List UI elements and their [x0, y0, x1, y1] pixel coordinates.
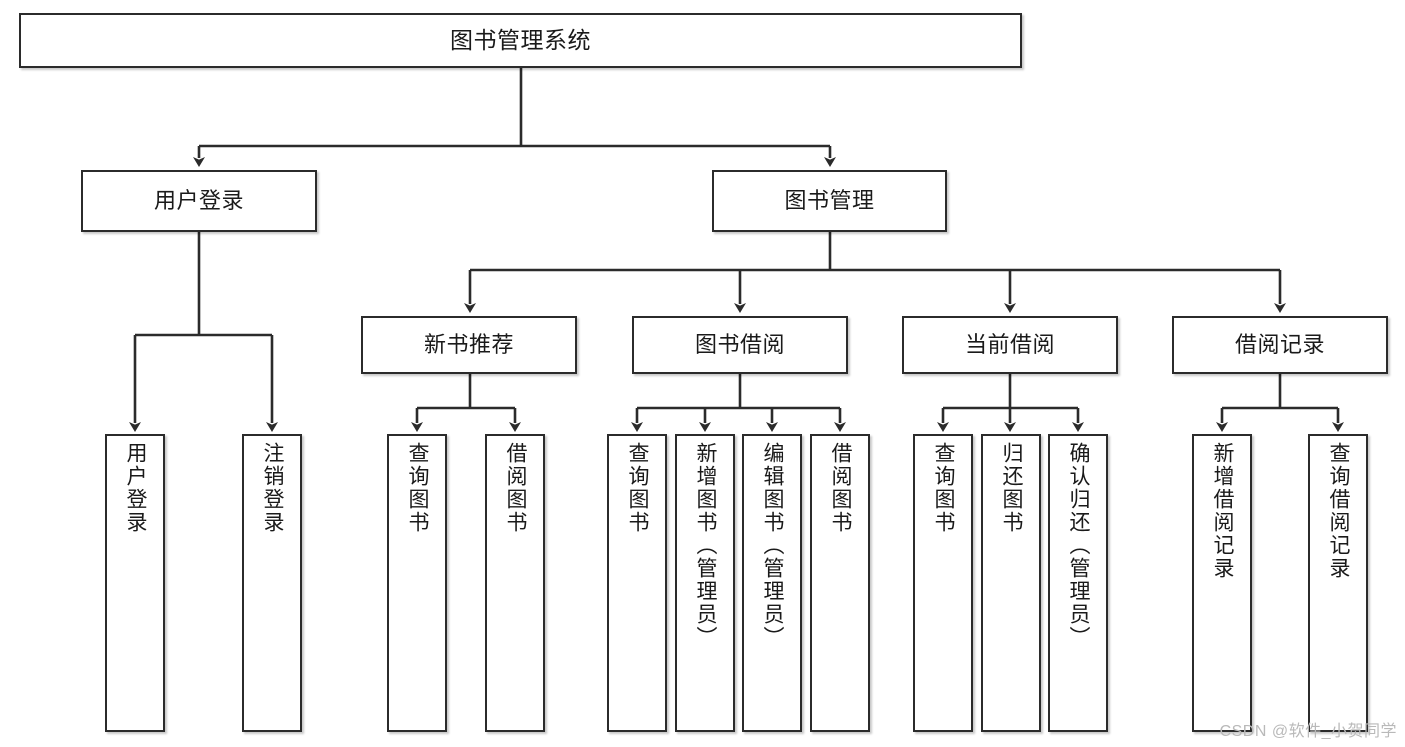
node-label: 图书借阅 [694, 332, 785, 358]
node-label: 查询图书 [406, 442, 430, 534]
node-label: 查询图书 [932, 442, 956, 534]
leaf-confirm-return-admin[interactable]: 确认归还（管理员） [1048, 434, 1108, 732]
node-label: 图书管理 [784, 188, 875, 214]
node-user-login[interactable]: 用户登录 [81, 170, 317, 232]
leaf-user-logout[interactable]: 注销登录 [242, 434, 302, 732]
leaf-borrow-book[interactable]: 借阅图书 [810, 434, 870, 732]
node-label: 确认归还（管理员） [1067, 442, 1091, 649]
node-label: 用户登录 [153, 188, 244, 214]
node-current-borrow[interactable]: 当前借阅 [902, 316, 1118, 374]
node-new-book-recommend[interactable]: 新书推荐 [361, 316, 577, 374]
node-label: 编辑图书（管理员） [761, 442, 785, 649]
node-label: 归还图书 [1000, 442, 1024, 534]
node-label: 当前借阅 [964, 332, 1055, 358]
leaf-edit-book-admin[interactable]: 编辑图书（管理员） [742, 434, 802, 732]
leaf-user-login[interactable]: 用户登录 [105, 434, 165, 732]
node-label: 新增图书（管理员） [694, 442, 718, 649]
node-label: 注销登录 [261, 442, 285, 534]
node-root-system[interactable]: 图书管理系统 [19, 13, 1022, 68]
node-label: 新增借阅记录 [1211, 442, 1235, 580]
node-book-management[interactable]: 图书管理 [712, 170, 947, 232]
leaf-query-book-current[interactable]: 查询图书 [913, 434, 973, 732]
node-label: 新书推荐 [423, 332, 514, 358]
leaf-query-book-recommend[interactable]: 查询图书 [387, 434, 447, 732]
leaf-borrow-book-recommend[interactable]: 借阅图书 [485, 434, 545, 732]
leaf-add-book-admin[interactable]: 新增图书（管理员） [675, 434, 735, 732]
node-label: 借阅记录 [1234, 332, 1325, 358]
node-label: 借阅图书 [504, 442, 528, 534]
leaf-add-borrow-record[interactable]: 新增借阅记录 [1192, 434, 1252, 732]
node-label: 查询借阅记录 [1327, 442, 1351, 580]
csdn-watermark: CSDN @软件_小贺同学 [1219, 723, 1397, 740]
leaf-query-borrow-record[interactable]: 查询借阅记录 [1308, 434, 1368, 732]
node-label: 借阅图书 [829, 442, 853, 534]
node-borrow-record[interactable]: 借阅记录 [1172, 316, 1388, 374]
leaf-return-book[interactable]: 归还图书 [981, 434, 1041, 732]
leaf-query-book-borrow[interactable]: 查询图书 [607, 434, 667, 732]
node-label: 用户登录 [124, 442, 148, 534]
node-label: 图书管理系统 [450, 26, 591, 53]
node-label: 查询图书 [626, 442, 650, 534]
node-book-borrow[interactable]: 图书借阅 [632, 316, 848, 374]
